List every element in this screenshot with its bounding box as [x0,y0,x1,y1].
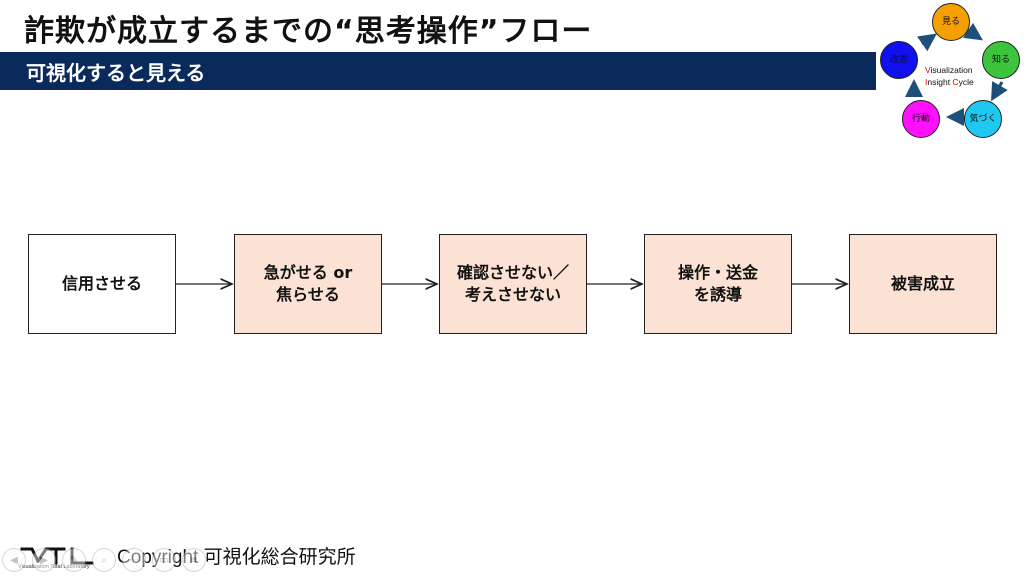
subtitle-bar [0,52,876,90]
cycle-node-notice: 気づく [964,100,1002,138]
prev-icon[interactable]: ◀ [2,548,26,572]
next-icon[interactable]: ▶ [32,548,56,572]
caption-text: ycle [958,77,974,87]
flow-step-label: 確認させない／ 考えさせない [456,263,569,304]
cycle-arrow [991,81,1008,102]
flow-step-4: 操作・送金 を誘導 [644,234,792,334]
vtl-logo-text: Visualization Total Laboratory [18,564,90,570]
caption-text: nsight [927,77,953,87]
more-icon[interactable]: ⋯ [122,548,146,572]
flow-step-label: 操作・送金 を誘導 [677,263,758,304]
cycle-node-see: 見る [932,3,970,41]
flow-step-5: 被害成立 [849,234,997,334]
flow-step-3: 確認させない／ 考えさせない [439,234,587,334]
cycle-node-act: 行動 [902,100,940,138]
cycle-arrow [917,33,937,52]
cycle-caption: Visualization Insight Cycle [925,64,985,88]
cycle-node-know: 知る [982,41,1020,79]
slideshow-nav-overlay: ◀ ▶ ✎ ⌕ ⋯ ▭ ≡ [2,547,206,573]
search-icon[interactable]: ⌕ [92,548,116,572]
caption-initial-c: C [952,77,959,87]
cycle-caption-line2: Insight Cycle [925,76,985,88]
flow-step-label: 信用させる [61,274,142,293]
flow-step-label: 急がせる or 焦らせる [263,263,353,304]
flow-step-label: 被害成立 [890,274,955,293]
copyright-text: Copyright 可視化総合研究所 [117,547,356,568]
pen-icon[interactable]: ✎ [62,548,86,572]
slide-subtitle: 可視化すると見える [26,61,206,85]
flow-step-1: 信用させる [28,234,176,334]
video-icon[interactable]: ▭ [152,548,176,572]
menu-icon[interactable]: ≡ [182,548,206,572]
insight-cycle-logo: 見る 知る 気づく 行動 改善 Visualization Insight Cy… [876,0,1024,148]
caption-initial-i: I [925,77,928,87]
flow-step-2: 急がせる or 焦らせる [234,234,382,334]
cycle-caption-line1: Visualization [925,64,985,76]
slide-title: 詐欺が成立するまでの“思考操作”フロー [24,14,593,49]
cycle-node-improve: 改善 [880,41,918,79]
caption-text: isualization [930,65,973,75]
caption-initial-v: V [925,65,931,75]
